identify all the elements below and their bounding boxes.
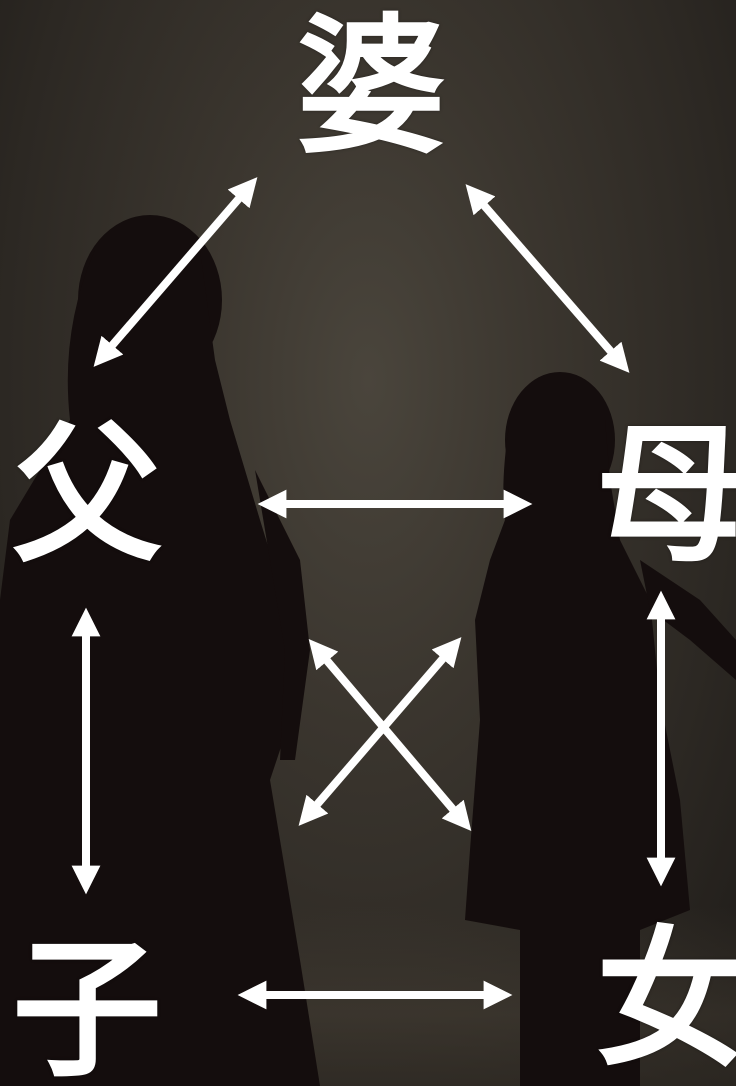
arrow-cross-down xyxy=(318,650,462,820)
arrow-cross-up xyxy=(308,648,452,815)
node-daughter: 女 xyxy=(596,925,736,1075)
node-mother: 母 xyxy=(596,420,736,570)
node-father: 父 xyxy=(12,420,162,570)
arrow-top-to-right xyxy=(475,195,620,362)
node-mother-in-law: 婆 xyxy=(296,12,446,162)
node-son: 子 xyxy=(12,935,162,1085)
arrow-top-to-left xyxy=(103,188,248,356)
